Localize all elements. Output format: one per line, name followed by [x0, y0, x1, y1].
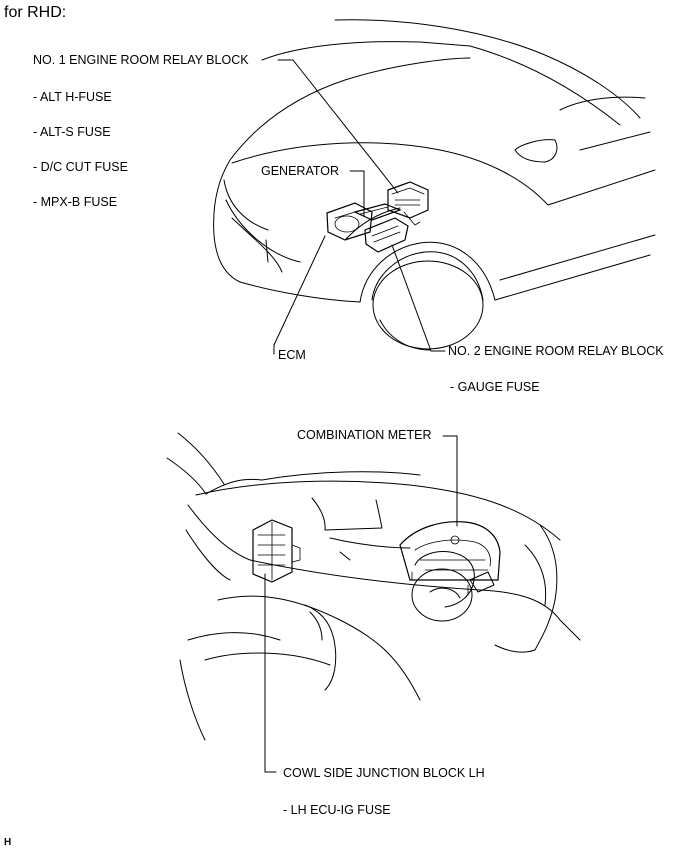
- relay-block-1-label: NO. 1 ENGINE ROOM RELAY BLOCK: [33, 53, 249, 67]
- fuse-alt-s: - ALT-S FUSE: [33, 125, 111, 139]
- relay-block-2-part: [364, 217, 409, 253]
- page-heading: for RHD:: [4, 4, 67, 21]
- fuse-mpx-b: - MPX-B FUSE: [33, 195, 118, 209]
- combination-meter-label: COMBINATION METER: [297, 428, 432, 442]
- corner-mark: H: [4, 837, 12, 848]
- leader-lines-bottom: [264, 435, 458, 773]
- fuse-gauge: - GAUGE FUSE: [450, 380, 540, 394]
- combination-meter-part: [399, 521, 501, 596]
- leader-lines-top: [273, 59, 446, 355]
- car-body-outline: [213, 19, 656, 351]
- generator-label: GENERATOR: [261, 164, 340, 178]
- relay-block-1-part: [387, 181, 429, 226]
- junction-block-part: [252, 519, 301, 583]
- fuse-lh-ecu-ig: - LH ECU-IG FUSE: [283, 803, 391, 817]
- ecm-part: [353, 203, 402, 221]
- fuse-alt-h: - ALT H-FUSE: [33, 90, 112, 104]
- fuse-dc-cut: - D/C CUT FUSE: [33, 160, 128, 174]
- relay-block-2-label: NO. 2 ENGINE ROOM RELAY BLOCK: [448, 344, 664, 358]
- dashboard-outline: [166, 432, 581, 741]
- junction-block-label: COWL SIDE JUNCTION BLOCK LH: [283, 766, 485, 780]
- ecm-label: ECM: [278, 348, 306, 362]
